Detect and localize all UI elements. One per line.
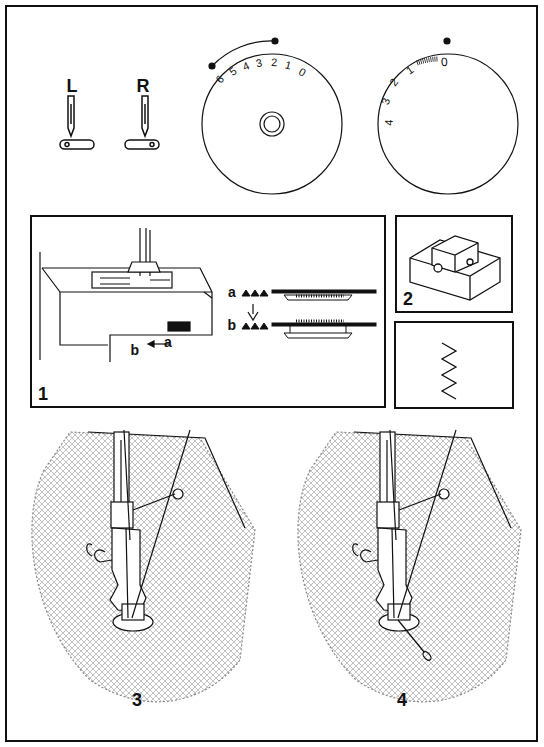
needle-position-label: L xyxy=(67,77,78,95)
sewing-step-drawing-part xyxy=(421,650,432,662)
sewing-step-drawing-part xyxy=(398,430,456,618)
machine-drawing-part xyxy=(42,268,212,292)
feed-dog-diagram-part xyxy=(272,323,376,326)
dial-number: 0 xyxy=(440,56,447,68)
dial-number: 1 xyxy=(404,64,415,77)
figure-number: 3 xyxy=(132,691,142,709)
sewing-step-drawing-part xyxy=(399,494,441,510)
stitch-length-dial xyxy=(202,38,342,194)
stitch-length-dial-part xyxy=(209,63,215,69)
needle-position-label: R xyxy=(137,77,150,95)
machine-drawing-part xyxy=(60,292,108,345)
feed-dog-diagram-part xyxy=(284,295,352,300)
feed-dog-diagram xyxy=(242,290,376,338)
sewing-step-drawing xyxy=(298,430,521,702)
figure-panel: 1 xyxy=(30,215,386,408)
sewing-step-drawing-part xyxy=(388,604,410,620)
needle-position-symbol-part xyxy=(68,96,74,136)
feed-dog-diagram-part xyxy=(242,290,268,296)
sewing-step-drawing-part xyxy=(361,550,378,562)
feed-dog-diagram-part xyxy=(242,323,268,329)
sewing-step-drawing-part xyxy=(126,528,128,618)
machine-drawing-part xyxy=(128,262,160,272)
presser-foot-drawing-part xyxy=(410,240,500,300)
stitch-length-dial-part xyxy=(202,54,342,194)
presser-foot-drawing-part xyxy=(432,243,478,272)
presser-foot-drawing-part xyxy=(467,259,473,265)
stitch-width-dial xyxy=(378,38,518,194)
figure-number: 2 xyxy=(403,290,413,308)
machine-drawing-part xyxy=(42,268,212,362)
sewing-step-drawing-part xyxy=(133,494,175,510)
sewing-step-drawing-part xyxy=(298,432,521,702)
sewing-step-drawing-part xyxy=(88,432,245,528)
dial-number: 3 xyxy=(255,57,263,69)
dial-number: 0 xyxy=(297,66,308,79)
stitch-length-dial-part xyxy=(272,38,278,44)
stitch-width-dial-part xyxy=(417,59,438,63)
position-letter: b xyxy=(131,343,140,357)
sewing-step-drawing-part xyxy=(124,430,130,540)
feed-dog-diagram-part xyxy=(284,333,352,338)
machine-drawing-part xyxy=(148,341,154,347)
zigzag-stitch xyxy=(442,343,456,399)
sewing-step-drawing-part xyxy=(95,550,112,562)
stitch-width-dial-part xyxy=(378,54,518,194)
page-frame xyxy=(6,6,537,741)
feed-dog-diagram-part xyxy=(296,295,344,298)
figure-number: 1 xyxy=(38,385,48,403)
needle-position-symbol-part xyxy=(142,96,148,136)
needle-position-symbol-part xyxy=(144,104,146,124)
stitch-length-dial-part xyxy=(260,112,284,136)
sewing-step-drawing-part xyxy=(353,544,358,556)
sewing-step-drawing-part xyxy=(32,432,255,702)
dial-number: 1 xyxy=(284,59,293,71)
position-letter: a xyxy=(228,285,236,299)
sewing-step-drawing-part xyxy=(132,430,190,618)
feed-dog-diagram-part xyxy=(272,290,376,293)
stitch-length-dial-part xyxy=(264,116,280,132)
sewing-step-drawing xyxy=(32,430,255,702)
stitch-width-dial-part xyxy=(444,38,450,44)
needle-position-symbol-part xyxy=(150,143,154,147)
needle-position-symbol-part xyxy=(65,143,69,147)
machine-drawing-part xyxy=(92,272,172,288)
sewing-step-drawing-part xyxy=(392,528,394,618)
needle-position-symbol-part xyxy=(125,140,159,149)
figure-panel: 2 xyxy=(395,215,513,313)
dial-number: 2 xyxy=(271,56,277,67)
needle-position-symbol-part xyxy=(60,140,94,149)
machine-drawing-part xyxy=(204,292,212,298)
needle-position-symbol xyxy=(60,96,159,149)
figure-number: 4 xyxy=(397,691,407,709)
presser-foot-drawing-part xyxy=(434,264,442,272)
machine-drawing-part xyxy=(39,252,40,360)
feed-dog-diagram-part xyxy=(296,320,344,323)
dial-number: 4 xyxy=(241,60,251,73)
dial-number: 4 xyxy=(383,119,394,125)
machine-drawing-part xyxy=(168,322,190,331)
sewing-step-drawing-part xyxy=(354,432,511,528)
presser-foot-drawing-part xyxy=(432,236,478,272)
presser-foot-drawing xyxy=(410,236,500,300)
dial-number: 3 xyxy=(380,96,392,106)
stitch-pattern-box xyxy=(395,322,513,408)
position-letter: b xyxy=(228,318,237,332)
needle-position-symbol-part xyxy=(70,104,72,124)
sewing-step-drawing-part xyxy=(390,430,396,540)
machine-drawing xyxy=(40,228,212,362)
position-letter: a xyxy=(164,335,172,349)
sewing-step-drawing-part xyxy=(398,620,424,652)
sewing-step-drawing-part xyxy=(87,544,92,556)
machine-drawing-part xyxy=(100,278,170,284)
sewing-step-drawing-part xyxy=(122,604,144,620)
feed-dog-diagram-part xyxy=(290,326,346,333)
dial-number: 5 xyxy=(227,65,238,77)
feed-dog-diagram-part xyxy=(248,304,258,320)
